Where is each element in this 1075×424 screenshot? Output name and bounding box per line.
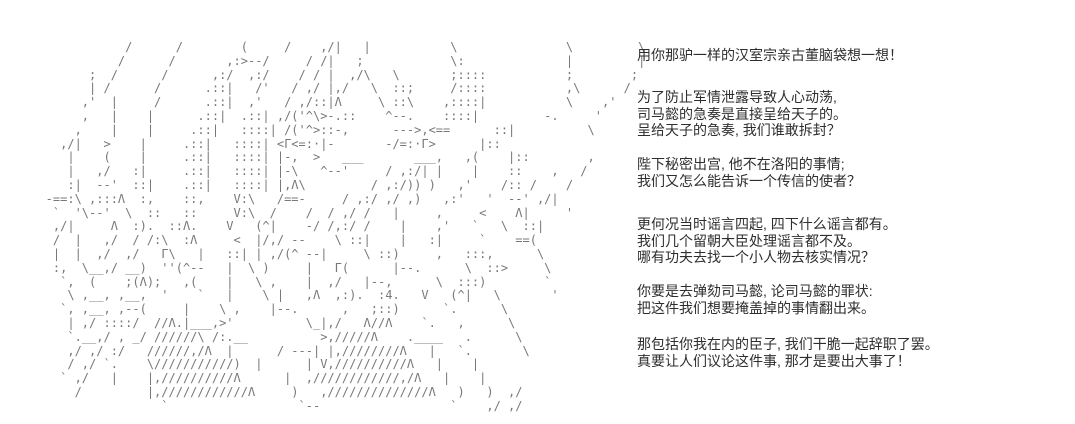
- dialogue-line: 为了防止军情泄露导致人心动荡,: [637, 89, 837, 105]
- dialogue-group-3: 陛下秘密出宫, 他不在洛阳的事情; 我们又怎么能告诉一个传信的使者？: [637, 156, 861, 189]
- dialogue-line: 我们又怎么能告诉一个传信的使者？: [637, 172, 861, 189]
- dialogue-group-5: 你要是去弹劾司马懿, 论司马懿的罪状: 把这件我们想要掩盖掉的事情翻出来。: [637, 283, 875, 316]
- dialogue-line: 我们几个留朝大臣处理谣言都不及。: [637, 232, 861, 249]
- ascii-art-portrait: / / ( / ,/| | \ \ \ / / ,:>--/ / /| ; \:…: [45, 40, 646, 413]
- dialogue-line: 用你那驴一样的汉室宗亲古董脑袋想一想！: [637, 47, 903, 63]
- dialogue-line: 那包括你我在内的臣子, 我们干脆一起辞职了罢。: [637, 336, 939, 352]
- dialogue-group-4: 更何况当时谣言四起, 四下什么谣言都有。 我们几个留朝大臣处理谣言都不及。 哪有…: [637, 216, 897, 266]
- dialogue-line: 司马懿的急奏是直接呈给天子的。: [637, 105, 847, 122]
- dialogue-group-1: 用你那驴一样的汉室宗亲古董脑袋想一想！: [637, 47, 903, 64]
- dialogue-line: 哪有功夫去找一个小人物去核实情况？: [637, 249, 875, 266]
- dialogue-line: 你要是去弹劾司马懿, 论司马懿的罪状:: [637, 283, 873, 299]
- dialogue-line: 陛下秘密出宫, 他不在洛阳的事情;: [637, 156, 845, 172]
- dialogue-group-6: 那包括你我在内的臣子, 我们干脆一起辞职了罢。 真要让人们议论这件事, 那才是要…: [637, 336, 939, 369]
- dialogue-column: 用你那驴一样的汉室宗亲古董脑袋想一想！ 为了防止军情泄露导致人心动荡, 司马懿的…: [637, 0, 1075, 424]
- dialogue-line: 更何况当时谣言四起, 四下什么谣言都有。: [637, 216, 897, 232]
- dialogue-line: 呈给天子的急奏, 我们谁敢拆封？: [637, 122, 841, 139]
- dialogue-line: 把这件我们想要掩盖掉的事情翻出来。: [637, 299, 875, 316]
- dialogue-group-2: 为了防止军情泄露导致人心动荡, 司马懿的急奏是直接呈给天子的。 呈给天子的急奏,…: [637, 89, 847, 139]
- dialogue-line: 真要让人们议论这件事, 那才是要出大事了！: [637, 352, 911, 369]
